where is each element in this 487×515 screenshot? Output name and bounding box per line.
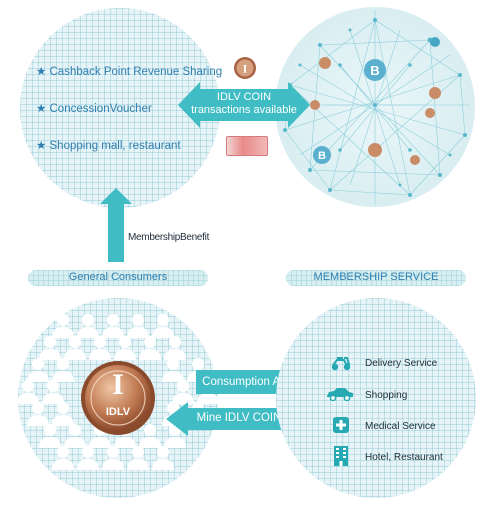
medical-cross-icon [333,417,349,433]
benefit-cashback: ★ Cashback Point Revenue Sharing [36,66,223,78]
general-consumers-title: General Consumers [68,271,168,283]
coin-node-icon [310,57,441,165]
mine-arrow-label: Mine IDLV COIN [196,412,282,424]
building-icon [334,446,348,466]
svg-text:B: B [318,150,326,162]
service-delivery: Delivery Service [365,358,438,369]
mine-arrow [166,402,290,436]
svg-text:B: B [370,63,379,78]
idlv-coin-icon [81,361,155,435]
service-medical: Medical Service [365,421,436,432]
membership-service-bar: MEMBERSHIP SERVICE [286,270,466,286]
car-icon [327,388,353,401]
service-hotel: Hotel, Restaurant [365,452,443,463]
banknote-icon [226,136,268,156]
exchange-arrow-line2: transactions available [191,104,297,116]
scooter-icon [331,357,351,371]
benefit-voucher: ★ ConcessionVoucher [36,103,152,115]
exchange-arrow-line1: IDLV COIN [216,91,272,103]
coin-glyph: I [112,368,124,401]
benefit-shopping: ★ Shopping mall, restaurant [36,140,181,152]
exchange-double-arrow [178,82,310,128]
membership-up-arrow [100,188,132,262]
blockchain-network-graphic: B B [275,7,475,207]
svg-text:I: I [243,62,248,76]
idlv-coin-small-icon: I [234,57,256,79]
services-circle [276,298,476,498]
exchange-arrow-label: IDLV COIN transactions available [190,91,298,117]
bitcoin-icon: B [364,59,386,81]
general-consumers-bar: General Consumers [28,270,208,286]
coin-label: IDLV [105,406,131,418]
membership-benefit-label: MembershipBenefit [128,232,210,243]
membership-service-title: MEMBERSHIP SERVICE [313,271,439,283]
bitcoin-icon: B [313,146,331,164]
service-shopping: Shopping [365,390,408,401]
